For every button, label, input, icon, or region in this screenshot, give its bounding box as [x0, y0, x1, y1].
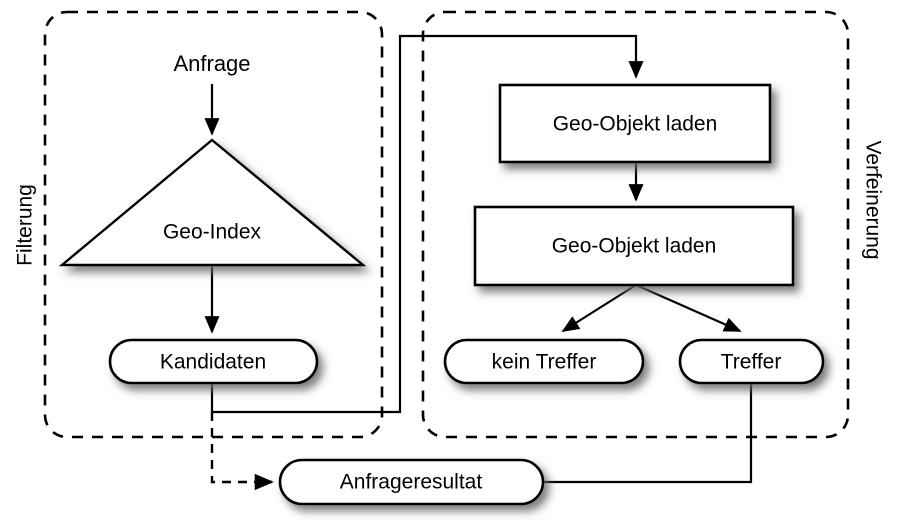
- edge-treffer-to-anfrageresultat: [538, 383, 753, 484]
- node-kein-treffer-label: kein Treffer: [492, 351, 597, 374]
- node-anfrage: Anfrage: [173, 51, 250, 76]
- node-kandidaten-label: Kandidaten: [160, 351, 266, 374]
- node-kandidaten: Kandidaten: [108, 338, 319, 385]
- group-box-filterung: [43, 10, 384, 439]
- node-geo-index-label: Geo-Index: [163, 221, 262, 244]
- group-box-verfeinerung: [421, 10, 850, 439]
- node-geo-objekt-laden-1: Geo-Objekt laden: [498, 83, 772, 164]
- edge-geo-objekt-laden-2-to-treffer: [635, 283, 742, 333]
- group-label-filterung: Filterung: [14, 184, 37, 266]
- node-treffer: Treffer: [678, 338, 825, 385]
- edge-kandidaten-to-geo-objekt-laden-1: [210, 34, 644, 414]
- group-label-verfeinerung: Verfeinerung: [861, 140, 884, 259]
- node-geo-objekt-laden-2-label: Geo-Objekt laden: [552, 235, 717, 258]
- edge-geo-objekt-laden-2-to-kein-treffer: [561, 284, 637, 332]
- edge-kandidaten-to-anfrageresultat: [210, 412, 274, 491]
- node-treffer-label: Treffer: [721, 351, 782, 374]
- node-anfrageresultat: Anfrageresultat: [278, 458, 545, 506]
- node-geo-objekt-laden-1-label: Geo-Objekt laden: [553, 113, 718, 136]
- node-anfrageresultat-label: Anfrageresultat: [340, 471, 483, 494]
- node-kein-treffer: kein Treffer: [443, 338, 645, 385]
- node-geo-objekt-laden-2: Geo-Objekt laden: [473, 205, 795, 287]
- node-geo-index: Geo-Index: [58, 138, 367, 267]
